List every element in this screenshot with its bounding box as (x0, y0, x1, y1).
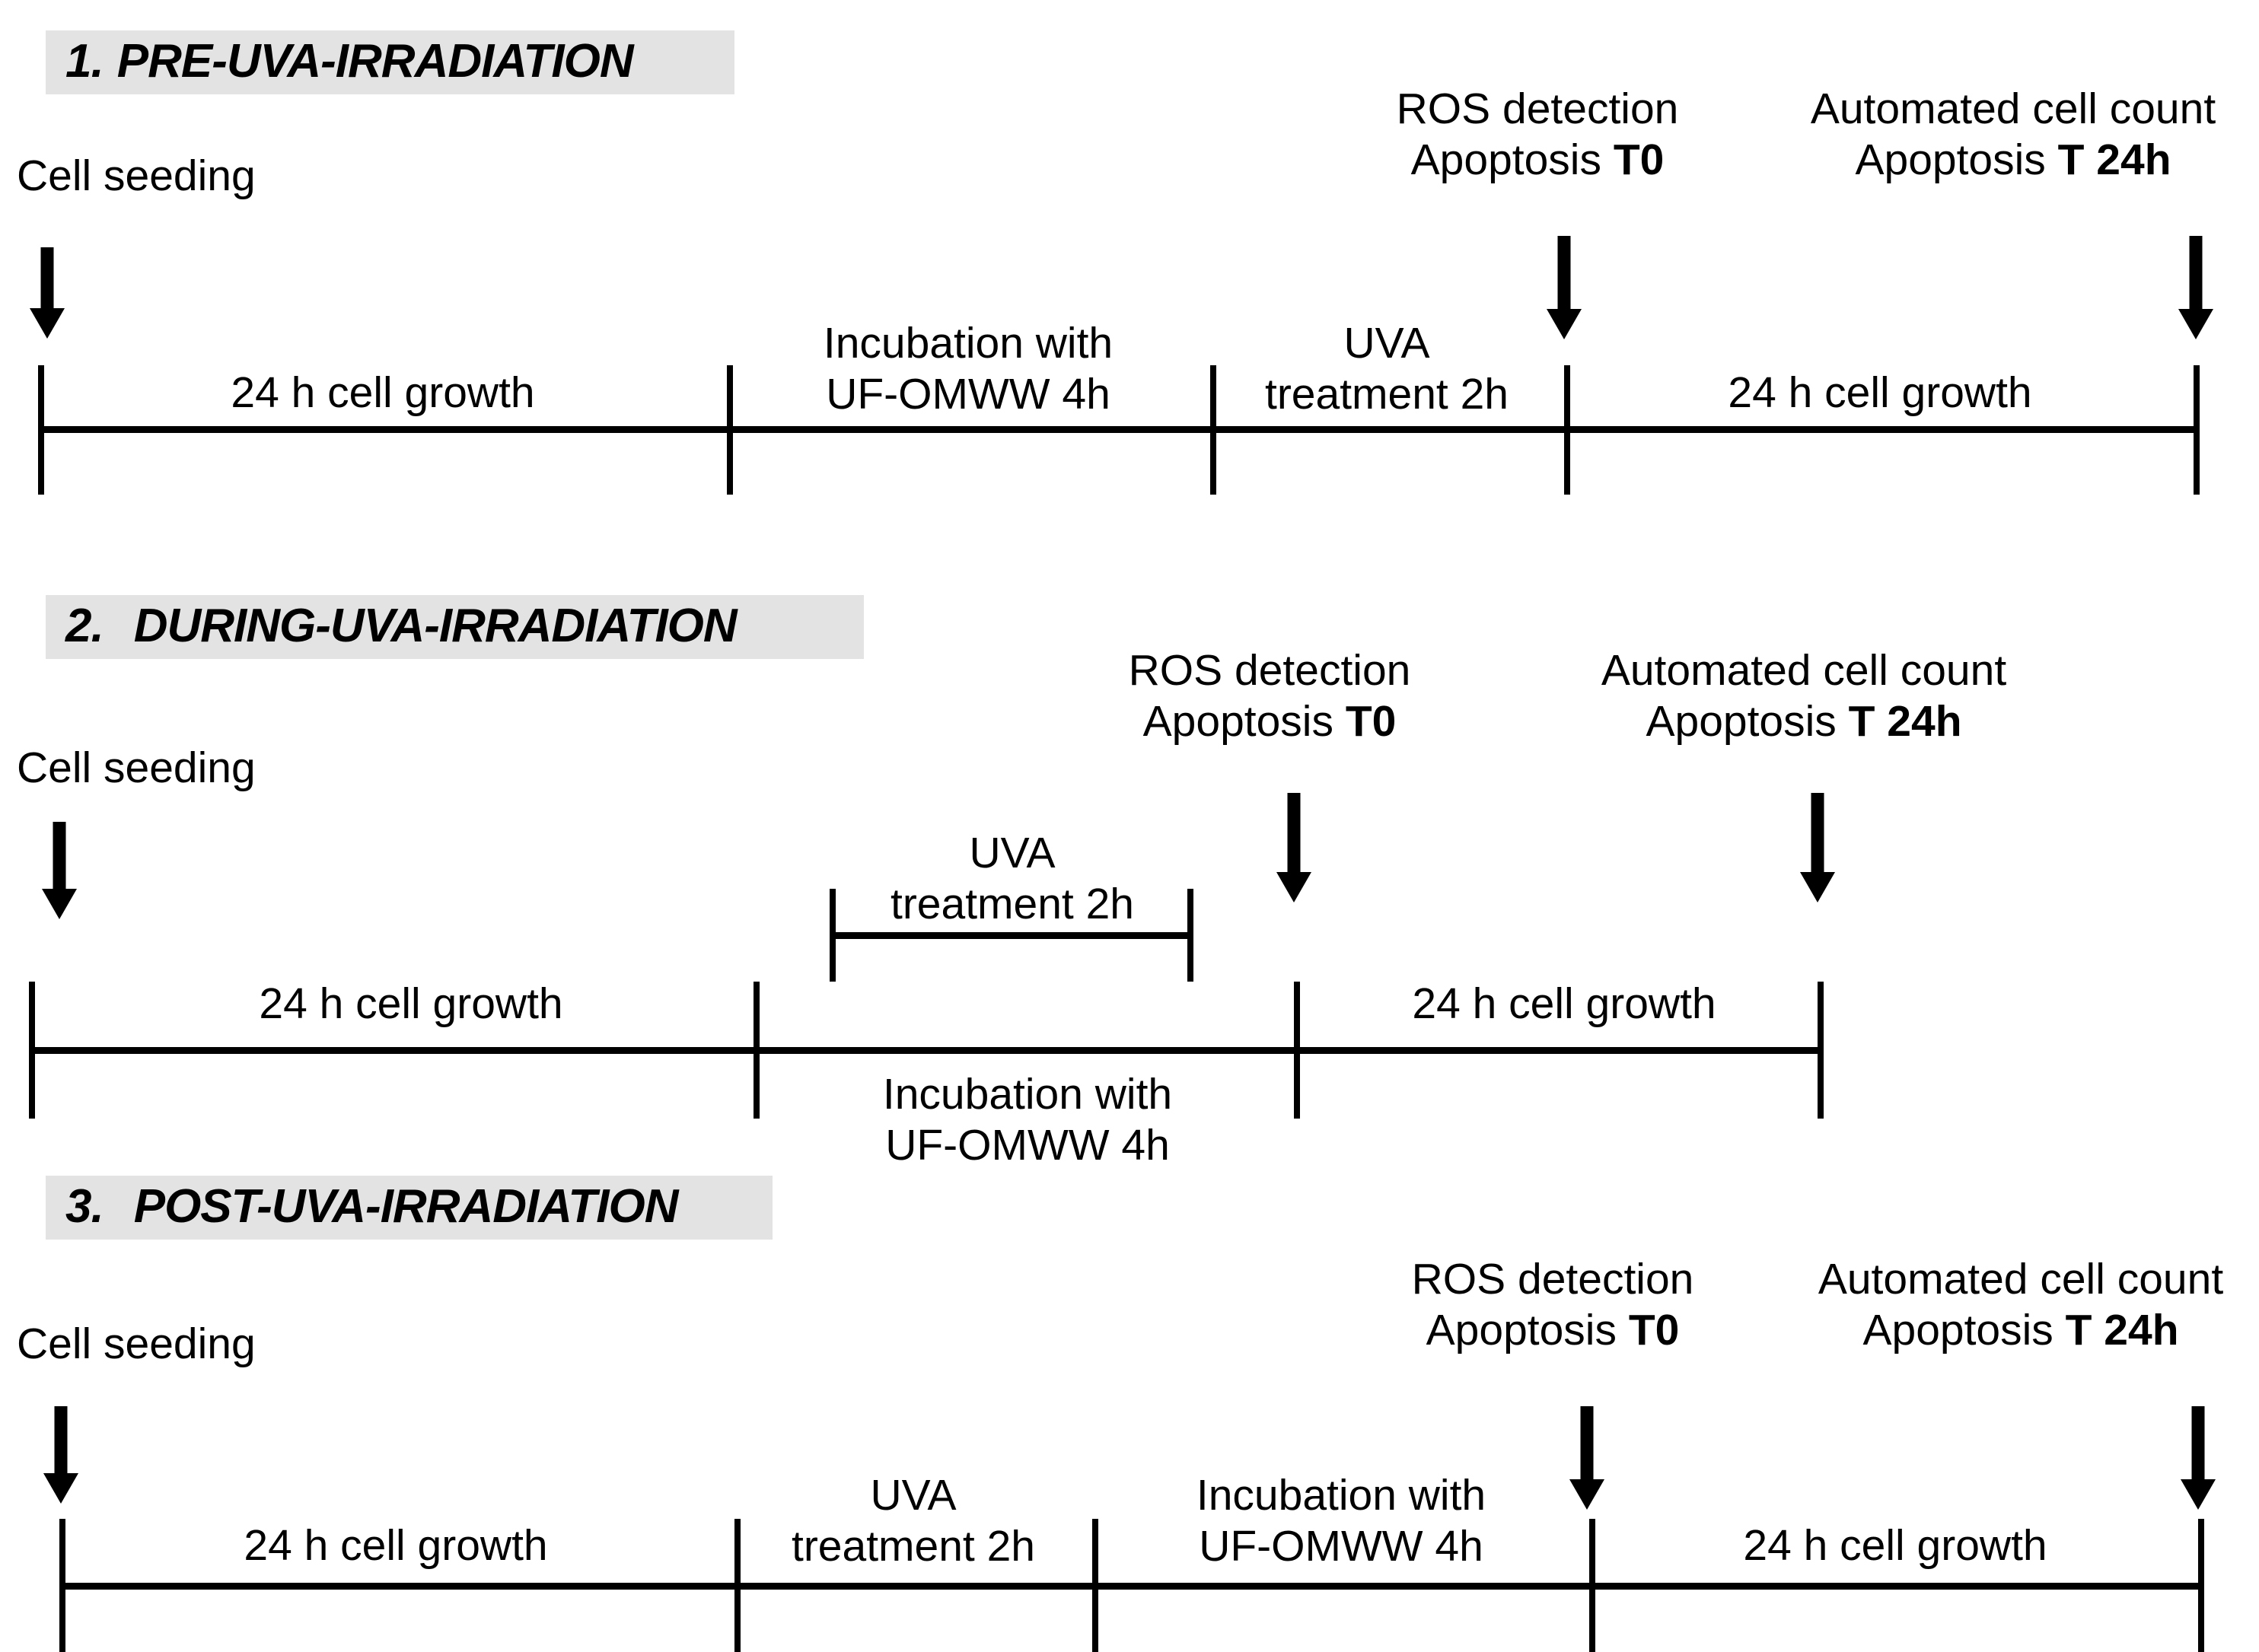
section-1-segment-label-growth-1: 24 h cell growth (231, 368, 535, 417)
timepoint-t0: T0 (1613, 135, 1665, 185)
ros-detection-text: ROS detection (1411, 1255, 1694, 1303)
section-3-header: 3. POST-UVA-IRRADIATION (46, 1176, 773, 1240)
section-1-tick-2 (1210, 365, 1216, 495)
section-2-marker-label-t0: ROS detection Apoptosis T0 (1129, 645, 1411, 748)
section-2-segment-label-growth-1: 24 h cell growth (259, 979, 563, 1028)
section-2-marker-label-t24h: Automated cell count Apoptosis T 24h (1601, 645, 2006, 748)
timepoint-t24h: T 24h (1848, 697, 1962, 746)
section-2-tick-start (29, 982, 35, 1119)
section-3-cell-seeding-label: Cell seeding (17, 1319, 256, 1368)
section-3-marker-arrow-t0 (1569, 1406, 1604, 1513)
apoptosis-text: Apoptosis (1410, 135, 1614, 185)
section-2-segment-label-incubation: Incubation with UF-OMWW 4h (883, 1069, 1172, 1172)
apoptosis-text: Apoptosis (1862, 1306, 2066, 1355)
section-1-segment-label-incubation: Incubation with UF-OMWW 4h (824, 318, 1113, 421)
uf-omww-text: UF-OMWW 4h (1199, 1522, 1483, 1571)
section-3-segment-label-growth-1: 24 h cell growth (244, 1521, 548, 1570)
section-1-number: 1. (65, 34, 104, 88)
section-3-tick-1 (734, 1519, 741, 1652)
incubation-with-text: Incubation with (882, 1070, 1173, 1119)
section-2-cell-seeding-label: Cell seeding (17, 743, 256, 792)
section-2-uva-bracket-tick-right (1187, 889, 1193, 982)
section-2-bracket-label-uva: UVA treatment 2h (891, 828, 1134, 931)
uf-omww-text: UF-OMWW 4h (826, 370, 1110, 419)
section-1-tick-start (38, 365, 44, 495)
section-3-segment-label-incubation: Incubation with UF-OMWW 4h (1196, 1470, 1486, 1573)
section-2-header: 2. DURING-UVA-IRRADIATION (46, 595, 864, 659)
section-2-timeline-axis (29, 1047, 1823, 1054)
timepoint-t24h: T 24h (2057, 135, 2171, 185)
section-1-tick-1 (727, 365, 733, 495)
section-2-marker-arrow-t24h (1800, 793, 1835, 907)
section-1-segment-label-growth-2: 24 h cell growth (1728, 368, 2032, 417)
apoptosis-text: Apoptosis (1646, 697, 1849, 746)
section-3-number: 3. (65, 1179, 104, 1233)
apoptosis-text: Apoptosis (1855, 135, 2058, 185)
automated-cell-count-text: Automated cell count (1818, 1255, 2224, 1303)
section-2-segment-label-growth-2: 24 h cell growth (1412, 979, 1716, 1028)
uva-text: UVA (1343, 319, 1430, 368)
section-1-tick-3 (1564, 365, 1570, 495)
section-2-marker-arrow-t0 (1276, 793, 1311, 907)
section-2-cell-seeding-arrow (42, 822, 77, 921)
section-2-title: DURING-UVA-IRRADIATION (133, 599, 738, 652)
uva-treatment-text: treatment 2h (890, 880, 1135, 929)
section-2-tick-end (1818, 982, 1824, 1119)
uva-text: UVA (870, 1471, 957, 1520)
automated-cell-count-text: Automated cell count (1601, 646, 2007, 695)
ros-detection-text: ROS detection (1128, 646, 1411, 695)
section-3-marker-label-t24h: Automated cell count Apoptosis T 24h (1818, 1254, 2223, 1357)
section-1-title: PRE-UVA-IRRADIATION (116, 34, 634, 88)
uva-text: UVA (969, 829, 1056, 877)
section-2-tick-2 (1294, 982, 1300, 1119)
section-1-marker-arrow-t24h (2178, 236, 2213, 342)
section-1-header: 1. PRE-UVA-IRRADIATION (46, 30, 734, 94)
timepoint-t0: T0 (1628, 1306, 1680, 1355)
section-3-tick-start (59, 1519, 65, 1652)
section-3-title: POST-UVA-IRRADIATION (133, 1179, 679, 1233)
section-2-uva-bracket-tick-left (830, 889, 836, 982)
section-3-cell-seeding-arrow (43, 1406, 78, 1505)
section-1-marker-label-t0: ROS detection Apoptosis T0 (1397, 84, 1679, 186)
section-1-marker-arrow-t0 (1547, 236, 1582, 342)
section-1-cell-seeding-arrow (30, 247, 65, 339)
timepoint-t0: T0 (1345, 697, 1397, 746)
incubation-with-text: Incubation with (823, 319, 1114, 368)
section-3-tick-end (2198, 1519, 2204, 1652)
uva-treatment-text: treatment 2h (1264, 370, 1509, 419)
section-3-tick-3 (1589, 1519, 1595, 1652)
ros-detection-text: ROS detection (1396, 84, 1679, 133)
incubation-with-text: Incubation with (1196, 1471, 1486, 1520)
section-1-cell-seeding-label: Cell seeding (17, 151, 256, 200)
section-3-marker-label-t0: ROS detection Apoptosis T0 (1412, 1254, 1694, 1357)
section-3-segment-label-uva: UVA treatment 2h (792, 1470, 1035, 1573)
uf-omww-text: UF-OMWW 4h (885, 1121, 1170, 1170)
section-3-marker-arrow-t24h (2181, 1406, 2216, 1513)
section-1-tick-end (2194, 365, 2200, 495)
section-3-segment-label-growth-2: 24 h cell growth (1743, 1521, 2047, 1570)
section-2-tick-1 (754, 982, 760, 1119)
section-2-number: 2. (65, 599, 104, 652)
section-1-timeline-axis (38, 426, 2200, 433)
section-3-timeline-axis (59, 1583, 2201, 1590)
timepoint-t24h: T 24h (2065, 1306, 2179, 1355)
section-1-marker-label-t24h: Automated cell count Apoptosis T 24h (1811, 84, 2216, 186)
automated-cell-count-text: Automated cell count (1810, 84, 2216, 133)
apoptosis-text: Apoptosis (1426, 1306, 1629, 1355)
apoptosis-text: Apoptosis (1142, 697, 1346, 746)
uva-treatment-text: treatment 2h (791, 1522, 1036, 1571)
section-2-uva-bracket-line (830, 932, 1193, 939)
section-3-tick-2 (1092, 1519, 1098, 1652)
section-1-segment-label-uva: UVA treatment 2h (1265, 318, 1509, 421)
